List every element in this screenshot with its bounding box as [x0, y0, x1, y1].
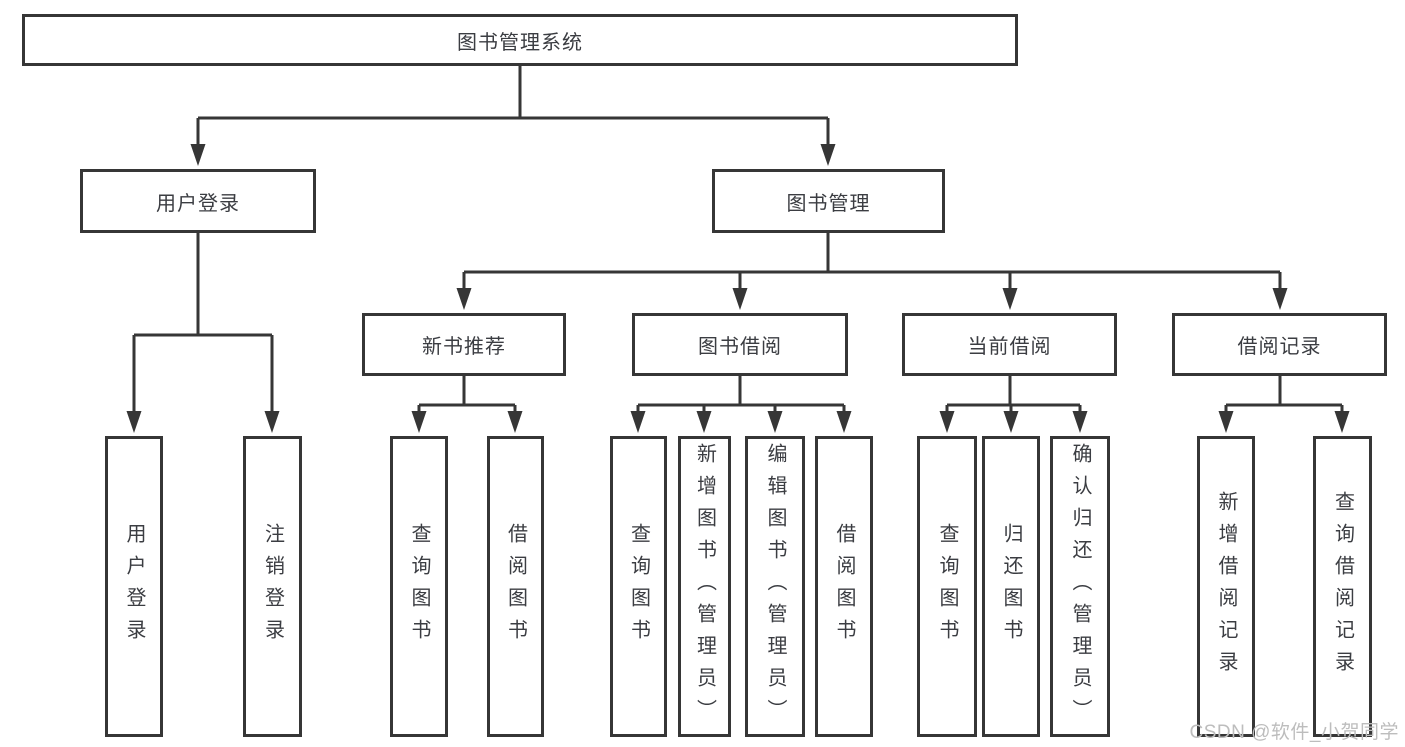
node-label: 用户登录	[123, 522, 145, 651]
node-book-management: 图书管理	[712, 169, 945, 233]
leaf-query-books-current: 查询图书	[917, 436, 977, 737]
node-borrowing-records: 借阅记录	[1172, 313, 1387, 376]
node-user-login-group: 用户登录	[80, 169, 316, 233]
leaf-confirm-return-admin: 确认归还（管理员）	[1050, 436, 1110, 737]
connector-lines	[132, 66, 1344, 413]
node-label: 编辑图书（管理员）	[764, 442, 786, 731]
node-label: 用户登录	[156, 192, 240, 215]
node-label: 新增借阅记录	[1215, 490, 1237, 683]
leaf-add-borrow-record: 新增借阅记录	[1197, 436, 1255, 737]
node-book-borrowing: 图书借阅	[632, 313, 848, 376]
node-label: 图书管理	[786, 192, 871, 215]
node-label: 注销登录	[261, 522, 284, 651]
leaf-edit-books-admin: 编辑图书（管理员）	[745, 436, 805, 737]
node-label: 图书管理系统	[457, 31, 583, 54]
node-current-borrowing: 当前借阅	[902, 313, 1117, 376]
node-label: 查询图书	[408, 522, 430, 651]
node-label: 归还图书	[1000, 522, 1022, 651]
leaf-borrow-books-recommend: 借阅图书	[487, 436, 544, 737]
leaf-add-books-admin: 新增图书（管理员）	[678, 436, 731, 737]
leaf-return-books: 归还图书	[982, 436, 1040, 737]
node-library-management-system: 图书管理系统	[22, 14, 1018, 66]
leaf-user-login: 用户登录	[105, 436, 163, 737]
node-label: 新书推荐	[422, 336, 506, 358]
node-label: 新增图书（管理员）	[693, 442, 716, 731]
leaf-query-books-recommend: 查询图书	[390, 436, 448, 737]
arrowhead-icons	[126, 144, 1350, 433]
node-label: 图书借阅	[698, 336, 782, 358]
leaf-query-borrow-record: 查询借阅记录	[1313, 436, 1372, 737]
node-label: 确认归还（管理员）	[1069, 442, 1091, 731]
watermark-text: CSDN @软件_小贺同学	[1189, 722, 1399, 743]
node-label: 查询图书	[627, 522, 650, 651]
node-label: 查询借阅记录	[1331, 490, 1354, 683]
node-label: 借阅图书	[504, 522, 527, 651]
node-label: 借阅图书	[833, 522, 855, 651]
leaf-query-books-borrow: 查询图书	[610, 436, 667, 737]
node-label: 当前借阅	[967, 336, 1052, 358]
node-label: 借阅记录	[1237, 336, 1322, 358]
leaf-logout: 注销登录	[243, 436, 302, 737]
node-new-book-recommendation: 新书推荐	[362, 313, 566, 376]
node-label: 查询图书	[936, 522, 958, 651]
leaf-borrow-books: 借阅图书	[815, 436, 873, 737]
